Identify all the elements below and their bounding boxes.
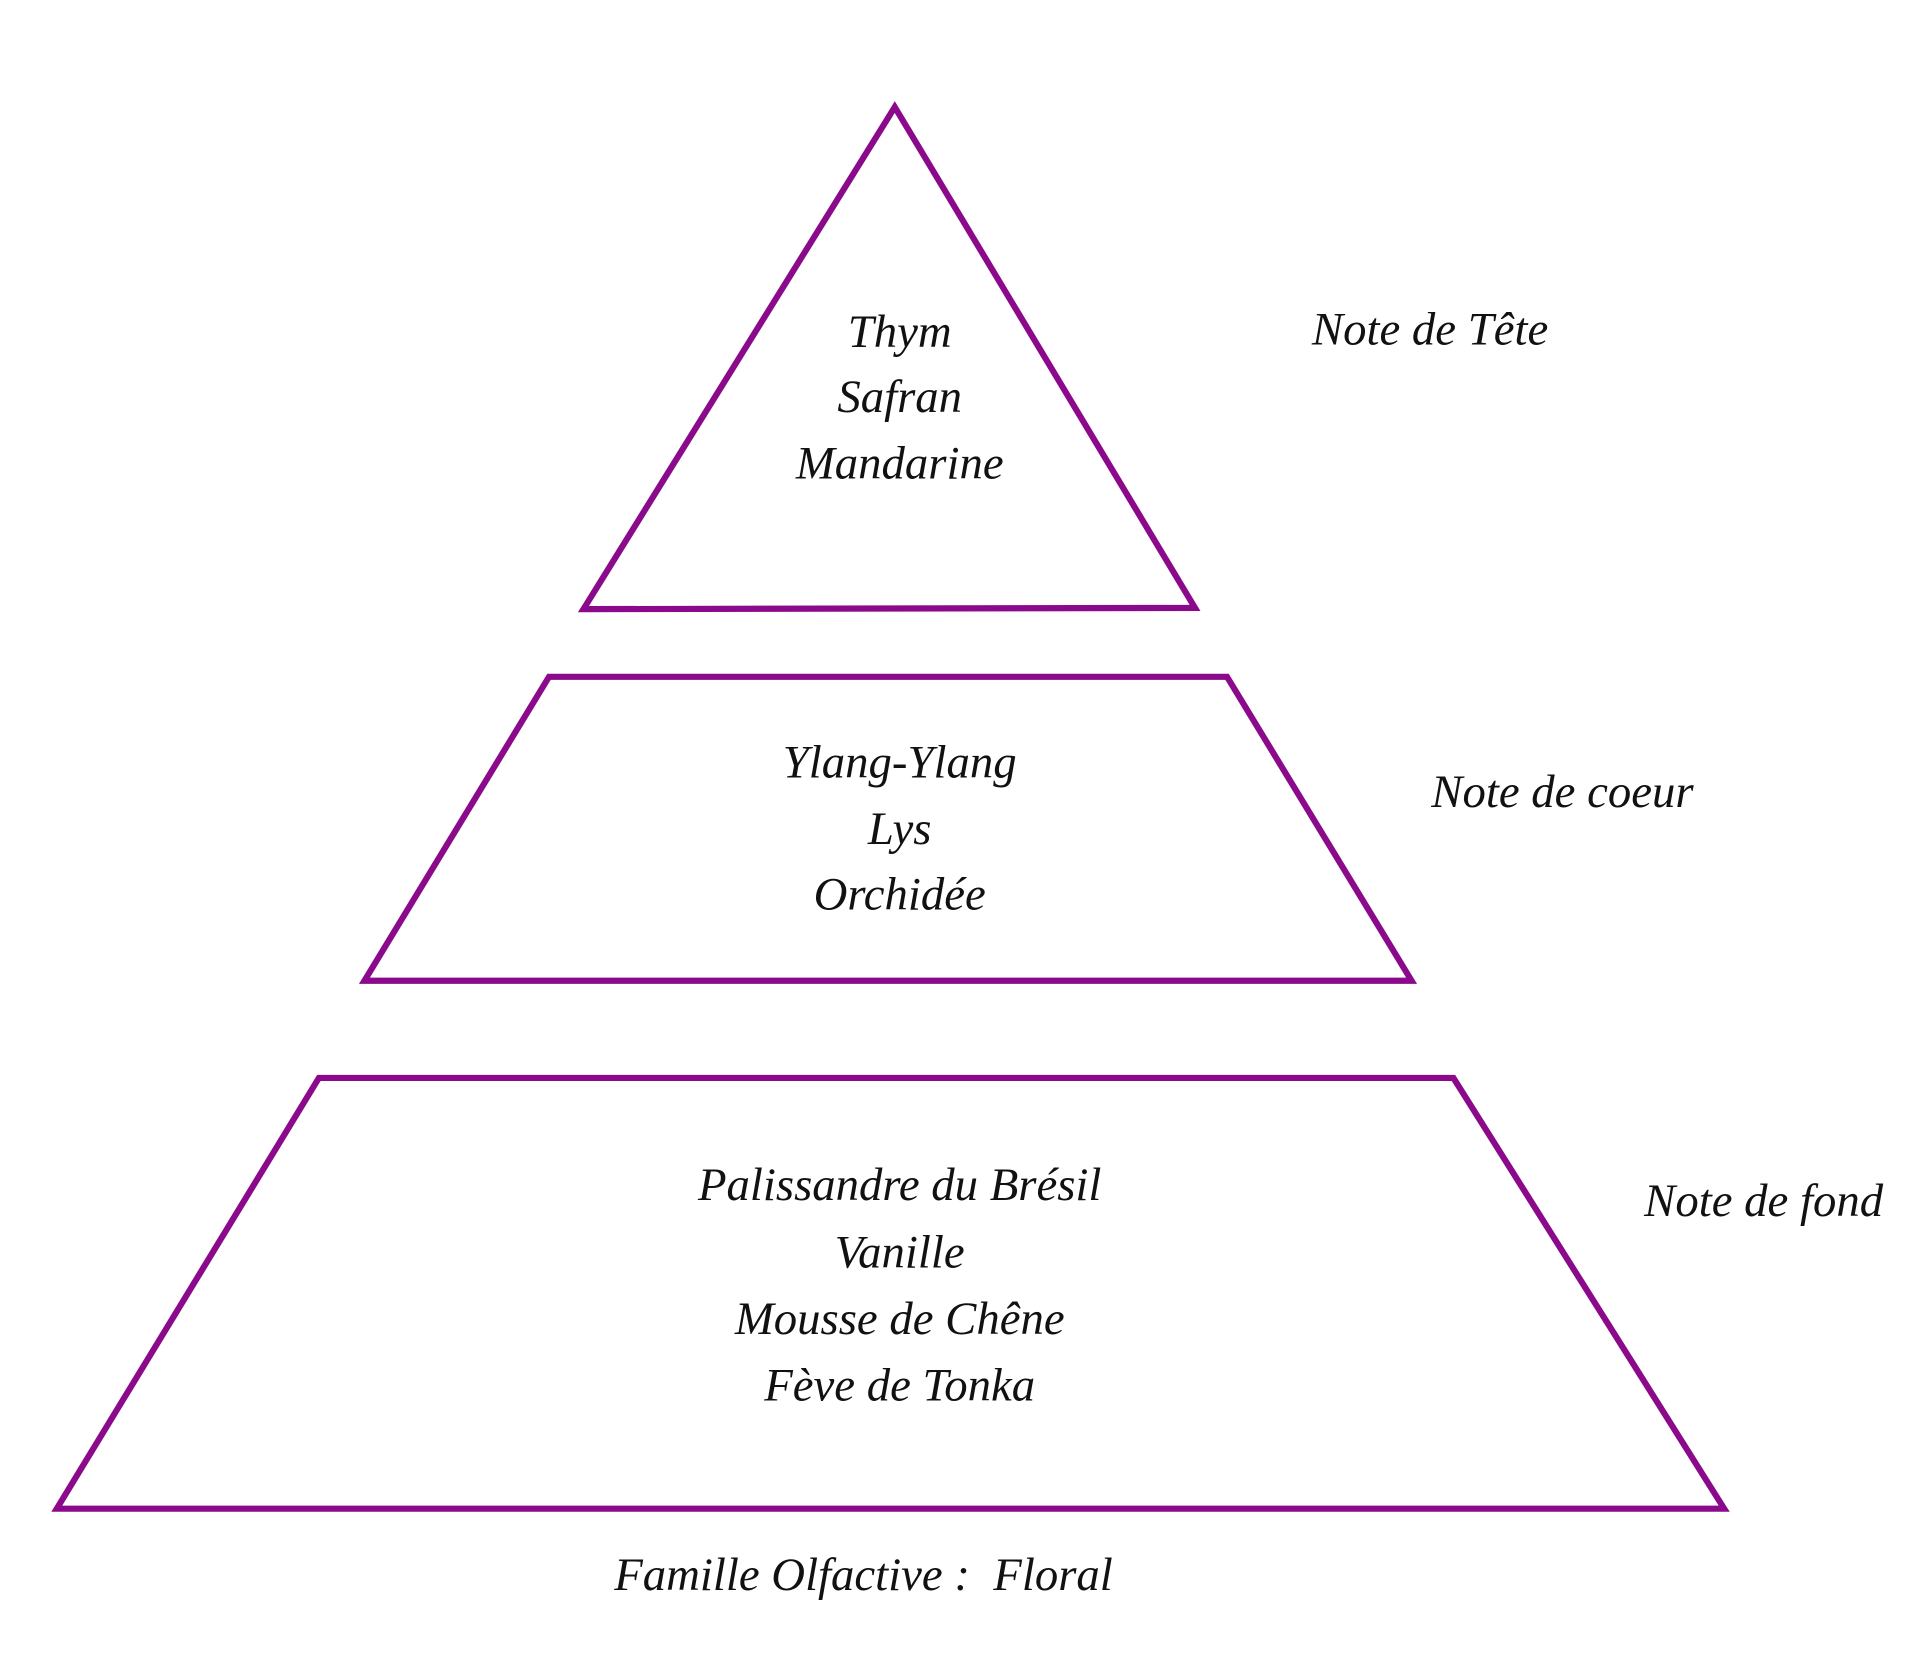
base-notes-label: Note de fond [1643,1175,1884,1227]
heart-notes-trapezoid [358,673,1418,984]
olfactory-family-caption: Famille Olfactive : Floral [613,1549,1113,1601]
top-note: Thym [848,306,952,358]
top-notes-triangle [577,101,1201,613]
base-note: Palissandre du Brésil [697,1159,1101,1211]
base-note: Vanille [835,1226,965,1278]
base-notes-trapezoid [51,1074,1730,1512]
heart-note: Ylang-Ylang [783,737,1017,789]
base-note: Mousse de Chêne [734,1293,1065,1345]
heart-notes-label: Note de coeur [1430,766,1694,818]
heart-notes-list: Ylang-Ylang Lys Orchidée [783,737,1017,921]
top-note: Safran [837,371,962,423]
top-notes-label: Note de Tête [1311,304,1548,356]
heart-note: Orchidée [814,868,986,920]
top-notes-list: Thym Safran Mandarine [795,306,1004,490]
base-notes-list: Palissandre du Brésil Vanille Mousse de … [697,1159,1101,1412]
base-note: Fève de Tonka [763,1359,1035,1411]
top-note: Mandarine [795,438,1004,490]
heart-note: Lys [867,803,932,855]
